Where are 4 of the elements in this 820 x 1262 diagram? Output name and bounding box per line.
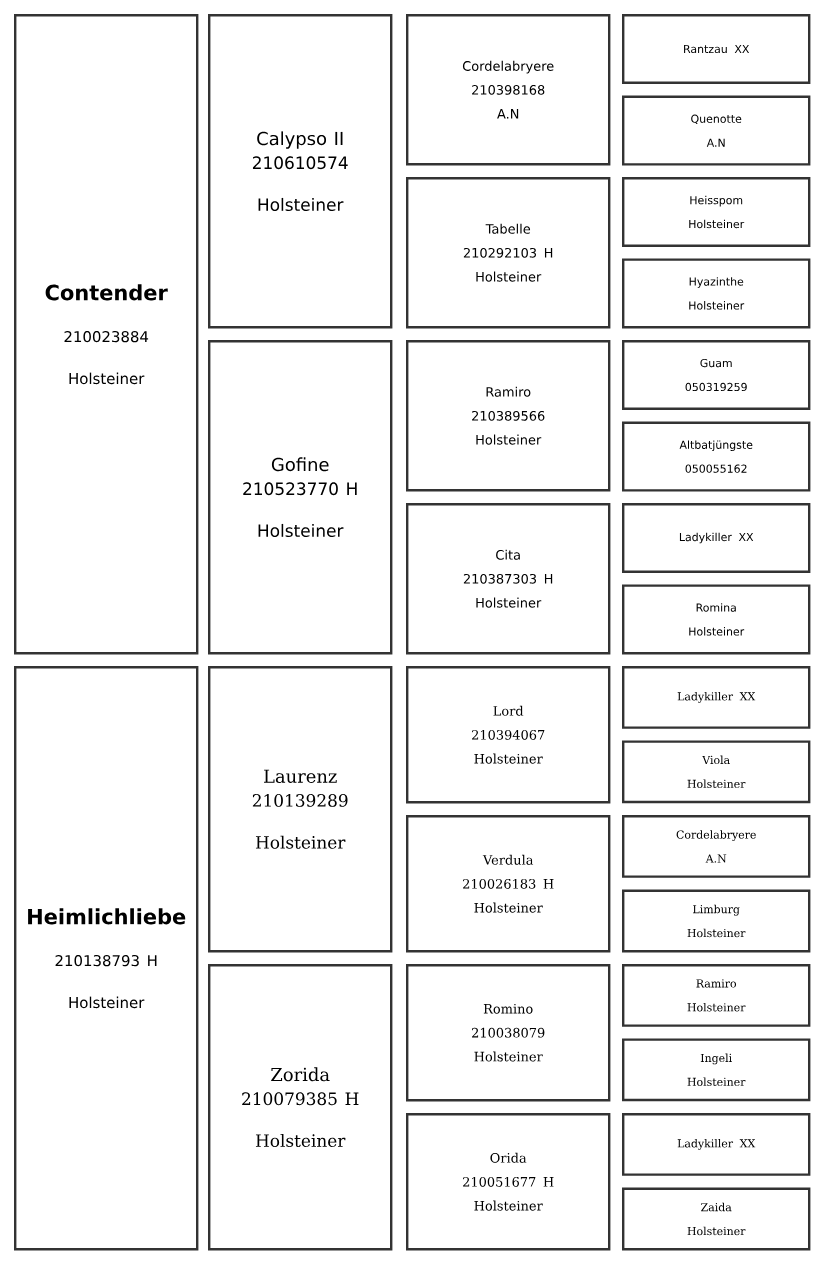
pedigree-box: Laurenz 210139289 Holsteiner	[208, 666, 393, 953]
pedigree-box: Gofine 210523770 H Holsteiner	[208, 340, 393, 655]
pedigree-box: Zorida 210079385 H Holsteiner	[208, 964, 393, 1251]
pedigree-box: Calypso II 210610574 Holsteiner	[208, 14, 393, 329]
